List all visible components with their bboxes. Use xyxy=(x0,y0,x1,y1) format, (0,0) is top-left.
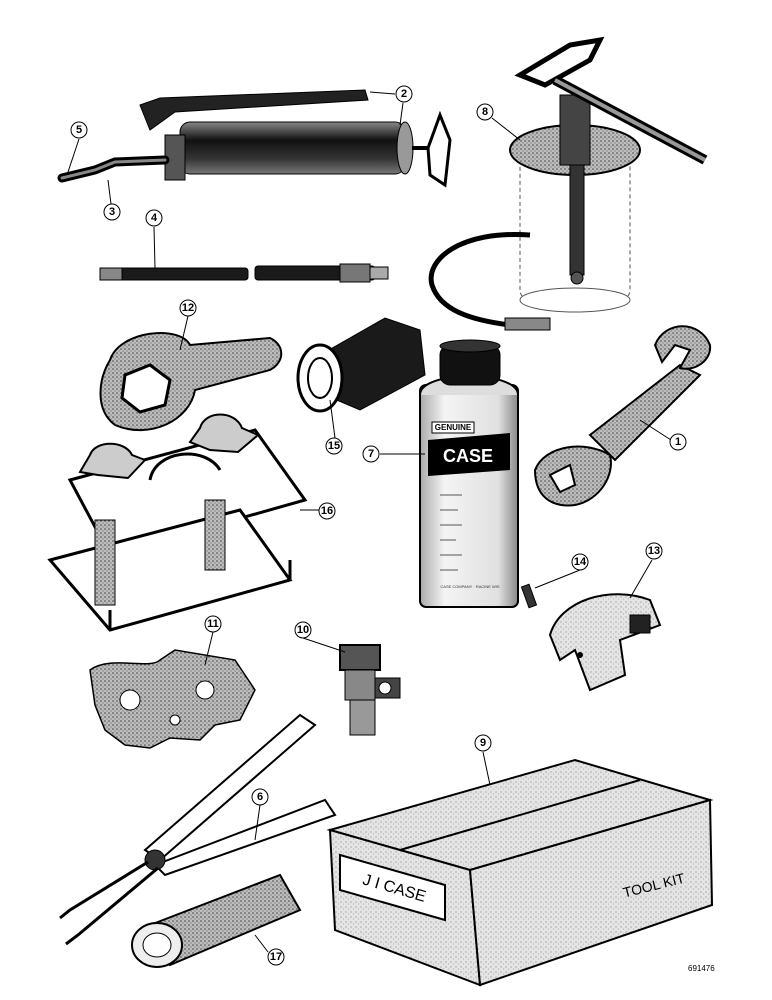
callout-2: 2 xyxy=(395,85,413,103)
grease-gun xyxy=(57,89,452,188)
callout-3: 3 xyxy=(103,203,121,221)
spray-can: GENUINE CASE CASE COMPANY · RACINE WIS xyxy=(419,339,519,608)
callout-label: 8 xyxy=(482,106,488,118)
grease-hose xyxy=(99,263,389,283)
callout-13: 13 xyxy=(645,542,663,560)
clevis-yoke xyxy=(548,593,662,692)
sleeve-tube xyxy=(131,873,302,968)
callout-label: 13 xyxy=(648,545,660,557)
callout-label: 10 xyxy=(297,624,309,636)
can-brand-label: CASE xyxy=(443,446,493,466)
callout-label: 4 xyxy=(151,212,158,224)
callout-label: 1 xyxy=(675,436,681,448)
spanner-adapter xyxy=(99,332,283,431)
callout-7: 7 xyxy=(362,445,380,463)
callout-label: 15 xyxy=(328,440,340,452)
callout-label: 17 xyxy=(270,951,282,963)
callout-label: 5 xyxy=(76,124,82,136)
socket-tool xyxy=(296,317,426,413)
callout-14: 14 xyxy=(571,553,589,571)
leader-lines xyxy=(67,91,672,953)
can-fine-print: CASE COMPANY · RACINE WIS xyxy=(440,584,500,589)
callout-5: 5 xyxy=(70,121,88,139)
callout-6: 6 xyxy=(251,788,269,806)
clevis-pin xyxy=(520,583,538,609)
callout-label: 6 xyxy=(257,791,263,803)
callout-label: 11 xyxy=(207,618,219,630)
callout-9: 9 xyxy=(474,734,492,752)
document-id: 691476 xyxy=(688,964,715,973)
tool-kit-box: J I CASE TOOL KIT xyxy=(326,758,714,987)
callout-15: 15 xyxy=(325,437,343,455)
callout-12: 12 xyxy=(179,299,197,317)
callout-label: 2 xyxy=(401,88,407,100)
callout-1: 1 xyxy=(669,433,687,451)
callout-label: 16 xyxy=(321,505,333,517)
callout-8: 8 xyxy=(476,103,494,121)
callout-label: 12 xyxy=(182,302,194,314)
gasket xyxy=(89,649,256,749)
can-genuine-label: GENUINE xyxy=(435,423,472,432)
tee-fitting xyxy=(339,644,401,736)
callout-label: 7 xyxy=(368,448,374,460)
callout-11: 11 xyxy=(204,615,222,633)
callout-4: 4 xyxy=(145,209,163,227)
callout-label: 9 xyxy=(480,737,486,749)
snap-ring-pliers xyxy=(59,713,337,946)
callout-label: 3 xyxy=(109,206,115,218)
bucket-pump xyxy=(428,36,708,331)
pipe-clamp xyxy=(47,413,308,632)
callout-label: 14 xyxy=(574,556,587,568)
callout-17: 17 xyxy=(267,948,285,966)
open-end-wrench xyxy=(533,325,712,507)
callout-10: 10 xyxy=(294,621,312,639)
callout-16: 16 xyxy=(318,502,336,520)
